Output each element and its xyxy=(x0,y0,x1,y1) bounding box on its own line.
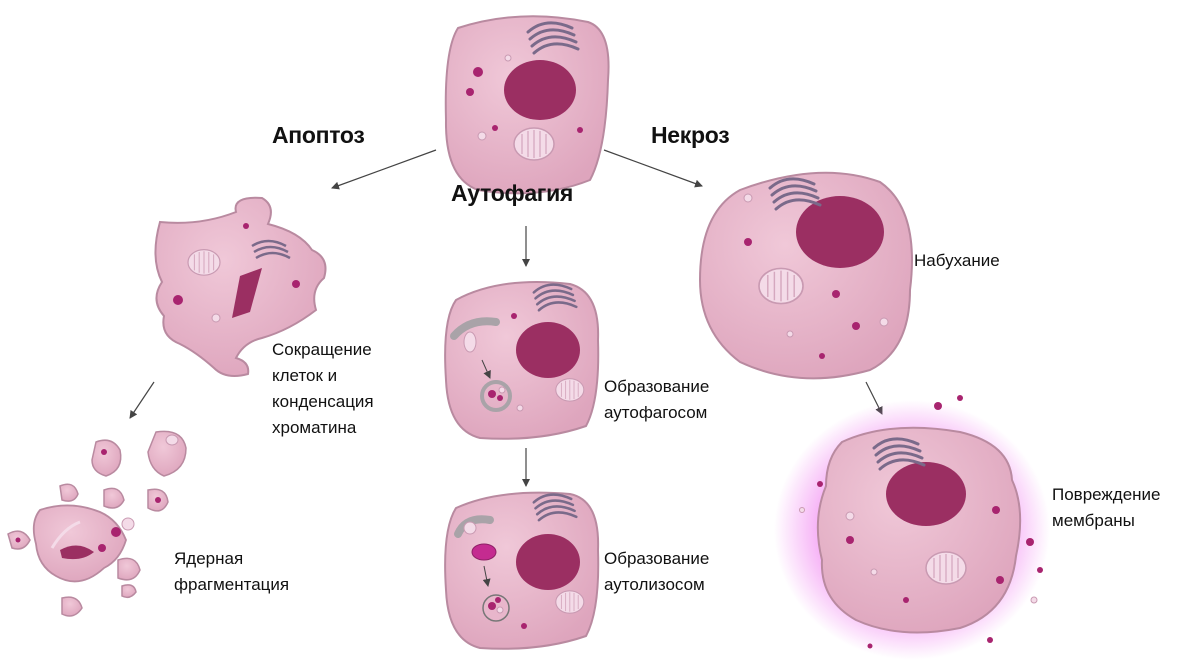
caption-shrinkage-line1: Сокращение xyxy=(272,337,374,363)
caption-shrinkage: Сокращение клеток и конденсация хроматин… xyxy=(272,337,374,441)
caption-autophagosome: Образование аутофагосом xyxy=(604,374,709,426)
ruptured-cell xyxy=(774,395,1050,660)
caption-membrane-damage-line1: Повреждение xyxy=(1052,482,1161,508)
heading-apoptosis: Апоптоз xyxy=(272,122,364,149)
caption-autophagosome-line1: Образование xyxy=(604,374,709,400)
autolysosome-cell xyxy=(445,493,598,649)
caption-fragmentation-line1: Ядерная xyxy=(174,546,289,572)
autophagosome-cell xyxy=(445,282,598,439)
caption-autophagosome-line2: аутофагосом xyxy=(604,400,709,426)
apoptotic-bodies xyxy=(8,431,186,616)
mitochondrion-shape xyxy=(514,128,554,160)
caption-fragmentation: Ядерная фрагментация xyxy=(174,546,289,598)
heading-necrosis: Некроз xyxy=(651,122,729,149)
heading-autophagy: Аутофагия xyxy=(451,180,573,207)
arrow-to-fragmentation xyxy=(130,382,154,418)
arrow-to-necrosis xyxy=(604,150,702,186)
caption-autolysosome-line1: Образование xyxy=(604,546,709,572)
caption-membrane-damage: Повреждение мембраны xyxy=(1052,482,1161,534)
caption-fragmentation-line2: фрагментация xyxy=(174,572,289,598)
caption-shrinkage-line4: хроматина xyxy=(272,415,374,441)
caption-membrane-damage-line2: мембраны xyxy=(1052,508,1161,534)
caption-autolysosome-line2: аутолизосом xyxy=(604,572,709,598)
lysosome-shape xyxy=(472,544,496,560)
arrow-to-apoptosis xyxy=(332,150,436,188)
swollen-cell xyxy=(700,173,912,379)
nucleus-shape xyxy=(504,60,576,120)
caption-swelling: Набухание xyxy=(914,248,1000,274)
caption-shrinkage-line3: конденсация xyxy=(272,389,374,415)
normal-cell xyxy=(446,16,609,193)
caption-autolysosome: Образование аутолизосом xyxy=(604,546,709,598)
caption-shrinkage-line2: клеток и xyxy=(272,363,374,389)
